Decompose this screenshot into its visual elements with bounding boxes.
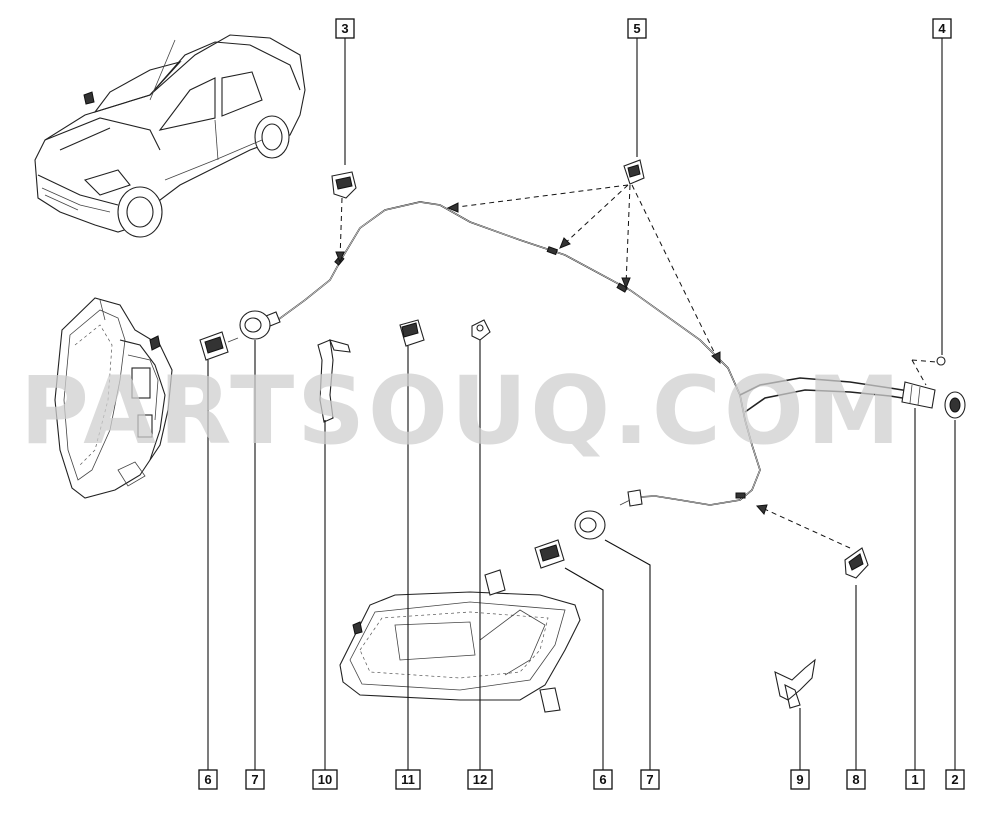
callout-6-right: 6 (593, 769, 613, 790)
callout-10: 10 (312, 769, 338, 790)
callout-7-right: 7 (640, 769, 660, 790)
watermark-text: PARTSOUQ.COM (20, 357, 903, 466)
part-7-grommet-right (574, 510, 606, 540)
svg-text:5: 5 (633, 21, 640, 36)
right-headlamp (339, 569, 581, 713)
part-5-clip (623, 159, 645, 185)
svg-text:2: 2 (951, 772, 958, 787)
callout-8: 8 (846, 769, 866, 790)
callout-7-left: 7 (245, 769, 265, 790)
svg-text:8: 8 (852, 772, 859, 787)
svg-text:1: 1 (911, 772, 918, 787)
part-2-grommet (944, 391, 966, 419)
svg-text:7: 7 (646, 772, 653, 787)
assembly-lines (335, 184, 937, 549)
svg-text:3: 3 (341, 21, 348, 36)
svg-text:6: 6 (204, 772, 211, 787)
wiring-harness (265, 201, 936, 507)
callout-9: 9 (790, 769, 810, 790)
part-10-bracket (317, 339, 351, 423)
part-7-grommet-left (239, 310, 271, 340)
part-8-clip (844, 547, 869, 579)
leader-lines (207, 38, 956, 770)
svg-text:10: 10 (318, 772, 332, 787)
part-4-nut (936, 356, 946, 366)
callout-12: 12 (467, 769, 493, 790)
callout-11: 11 (395, 769, 421, 790)
svg-text:4: 4 (938, 21, 946, 36)
callout-4: 4 (932, 18, 952, 39)
left-headlamp (54, 297, 173, 499)
callout-3: 3 (335, 18, 355, 39)
svg-text:11: 11 (401, 772, 415, 787)
callout-1: 1 (905, 769, 925, 790)
callout-6-left: 6 (198, 769, 218, 790)
callout-2: 2 (945, 769, 965, 790)
part-11-cap (399, 319, 425, 347)
svg-text:7: 7 (251, 772, 258, 787)
svg-text:9: 9 (796, 772, 803, 787)
part-3-clip (331, 171, 357, 199)
part-6-socket-right (534, 539, 565, 569)
callout-5: 5 (627, 18, 647, 39)
part-6-socket-left (199, 331, 239, 361)
part-9-holder (774, 658, 816, 709)
car-illustration (34, 34, 306, 238)
part-12-clip (471, 319, 491, 341)
svg-text:12: 12 (473, 772, 487, 787)
svg-text:6: 6 (599, 772, 606, 787)
